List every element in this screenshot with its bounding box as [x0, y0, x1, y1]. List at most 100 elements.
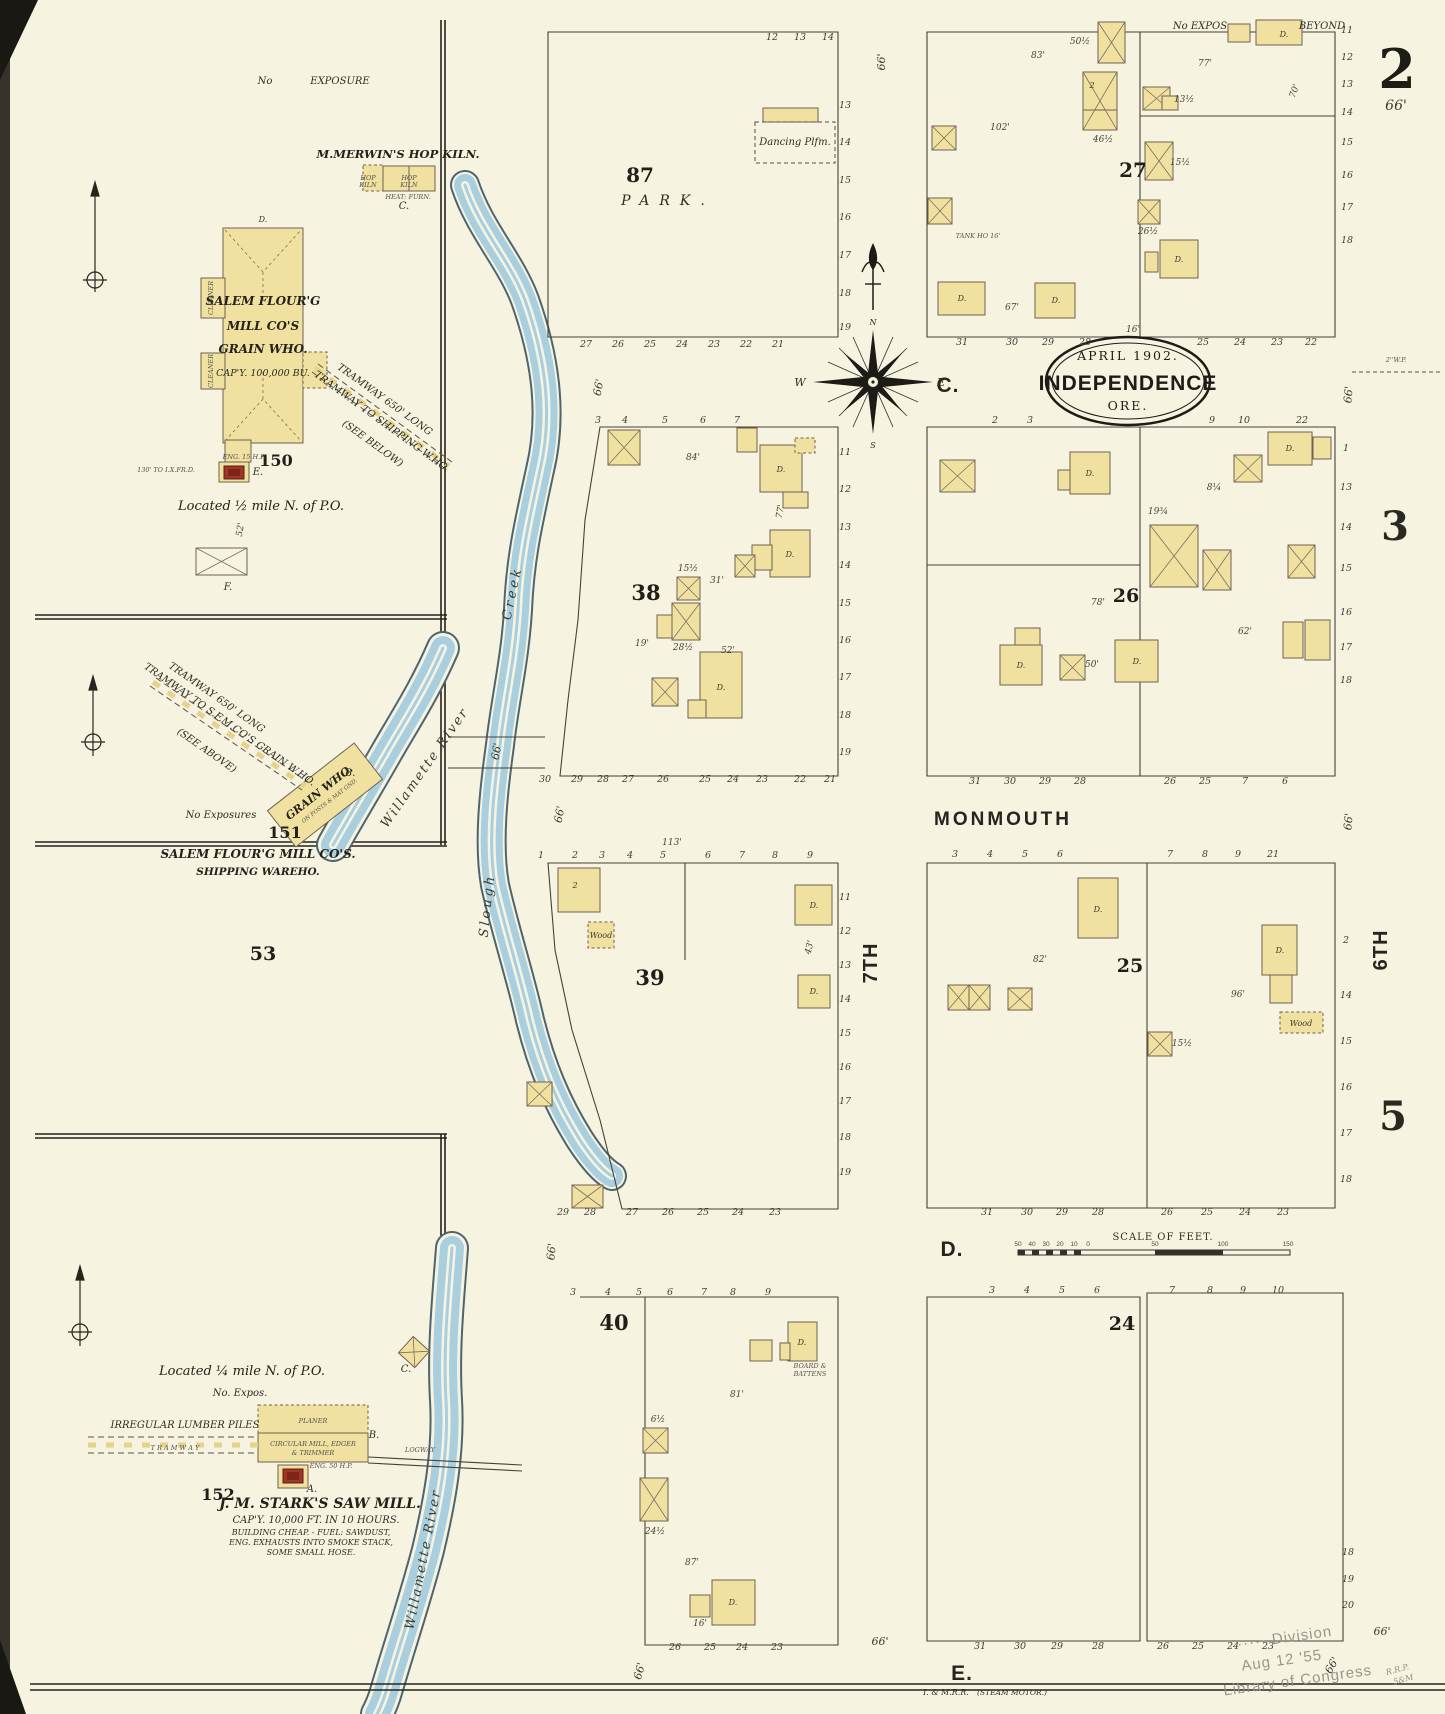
map-annotation: 8 — [1207, 1285, 1213, 1296]
willamette-river-inset2 — [316, 631, 460, 862]
scale-tick: 30 — [1042, 1241, 1050, 1248]
map-annotation: 78' — [1091, 598, 1105, 608]
map-annotation: D. — [1285, 444, 1295, 453]
building — [699, 651, 743, 719]
map-annotation: 30 — [539, 774, 551, 785]
map-annotation: 12 — [1341, 52, 1353, 63]
mill-capacity: CAP'Y. 100,000 BU. — [216, 368, 310, 379]
panel1-right-border — [440, 20, 446, 617]
title-cartouche: APRIL 1902. INDEPENDENCE ORE. — [1039, 335, 1216, 427]
building — [937, 281, 986, 316]
map-annotation: 7 — [1242, 776, 1249, 787]
no-exposures-note: No Exposures — [185, 810, 257, 821]
map-annotation: BOARD & — [793, 1362, 827, 1370]
map-annotation: 29 — [1038, 776, 1051, 787]
block-87-outline — [547, 31, 839, 338]
north-arrow-icon — [81, 673, 105, 756]
building — [1161, 95, 1179, 111]
map-annotation: 13 — [839, 960, 851, 971]
map-annotation: BATTENS — [793, 1370, 827, 1378]
compass-west: W — [794, 376, 807, 389]
map-annotation: 4 — [986, 849, 993, 860]
map-annotation: 8 — [730, 1287, 736, 1298]
map-annotation: 30 — [1006, 337, 1018, 348]
map-annotation: 20 — [1341, 1600, 1354, 1611]
map-annotation: 4 — [1023, 1285, 1030, 1296]
slough-crossing-lines — [448, 736, 545, 769]
building — [1144, 251, 1159, 273]
map-annotation: 31' — [710, 576, 724, 586]
building-cross-icon — [676, 576, 701, 601]
block-number-40: 40 — [599, 1310, 628, 1335]
compass-north: N — [869, 318, 878, 327]
map-annotation: 82' — [1033, 955, 1047, 965]
map-annotation: 52' — [721, 646, 735, 656]
map-annotation: 30 — [1021, 1207, 1033, 1218]
block-39-outline — [547, 862, 839, 1210]
map-annotation: CLEANER — [207, 354, 215, 388]
mill-location-note: Located ½ mile N. of P.O. — [177, 499, 344, 514]
sawmill-no-expos: No. Expos. — [212, 1388, 268, 1399]
map-annotation: 15 — [1340, 563, 1352, 574]
building — [656, 614, 673, 639]
building — [687, 699, 707, 719]
map-annotation: 43' — [803, 939, 817, 956]
building — [787, 1321, 818, 1362]
building — [762, 107, 819, 123]
map-annotation: 19 — [839, 747, 851, 758]
map-annotation: 3 — [1027, 415, 1033, 426]
map-annotation: C. — [399, 201, 409, 212]
scale-segment — [1032, 1250, 1039, 1255]
map-annotation: No EXPOS — [1172, 21, 1227, 32]
map-annotation: 15 — [839, 598, 851, 609]
map-annotation: 66' — [489, 742, 505, 761]
panel3-top-border — [35, 1133, 447, 1139]
map-annotation: D. — [1279, 30, 1289, 39]
map-annotation: 12 — [839, 484, 851, 495]
map-annotation: 7 — [1167, 849, 1174, 860]
map-annotation: 46½ — [1092, 134, 1113, 145]
map-annotation: TRAMWAY TO SHIPPING W.HO. — [312, 369, 451, 474]
map-annotation: 6 — [705, 850, 711, 861]
map-annotation: D. — [1093, 905, 1103, 914]
map-annotation: 15 — [1341, 137, 1353, 148]
map-annotation: 12 — [766, 32, 778, 43]
map-annotation: A. — [306, 1484, 317, 1495]
building-cross-icon — [642, 1427, 669, 1454]
map-annotation: KILN — [358, 181, 377, 189]
tramways — [88, 363, 453, 1454]
map-annotation: 5 — [1059, 1285, 1065, 1296]
building — [794, 884, 833, 926]
map-annotation: 50½ — [1070, 36, 1090, 47]
tramway-3 — [88, 1436, 258, 1454]
map-annotation: 22 — [1304, 337, 1317, 348]
map-annotation: D. — [1051, 296, 1061, 305]
building-cross-icon — [968, 984, 991, 1011]
map-annotation: 52' — [235, 522, 247, 537]
map-annotation: 66' — [1341, 813, 1355, 831]
logway-line — [367, 1456, 523, 1472]
map-annotation: 66' — [871, 1635, 888, 1648]
block-number-53: 53 — [250, 943, 276, 965]
map-annotation: 7 — [739, 850, 746, 861]
block-number-26: 26 — [1113, 585, 1139, 607]
map-annotation: 10 — [1238, 415, 1250, 426]
map-annotation: D. — [1174, 255, 1184, 264]
north-arrow-icon — [68, 1263, 92, 1346]
map-annotation: 87' — [685, 1558, 699, 1568]
map-annotation: 25 — [1200, 1207, 1213, 1218]
map-annotation: 21 — [771, 339, 784, 350]
map-annotation: 24 — [735, 1642, 748, 1653]
scale-segment — [1046, 1250, 1053, 1255]
building — [1077, 877, 1119, 939]
map-annotation: 18 — [839, 710, 851, 721]
map-annotation: D. — [809, 987, 819, 996]
map-annotation: 81' — [730, 1390, 744, 1400]
map-annotation: 17 — [1341, 202, 1354, 213]
map-annotation: 15½ — [1170, 157, 1190, 168]
stark-note-3: SOME SMALL HOSE. — [267, 1548, 356, 1557]
compass-east: E — [936, 376, 945, 389]
building-cross-icon — [639, 1477, 669, 1522]
map-annotation: 23 — [1270, 337, 1283, 348]
map-annotation: 9 — [1240, 1285, 1246, 1296]
